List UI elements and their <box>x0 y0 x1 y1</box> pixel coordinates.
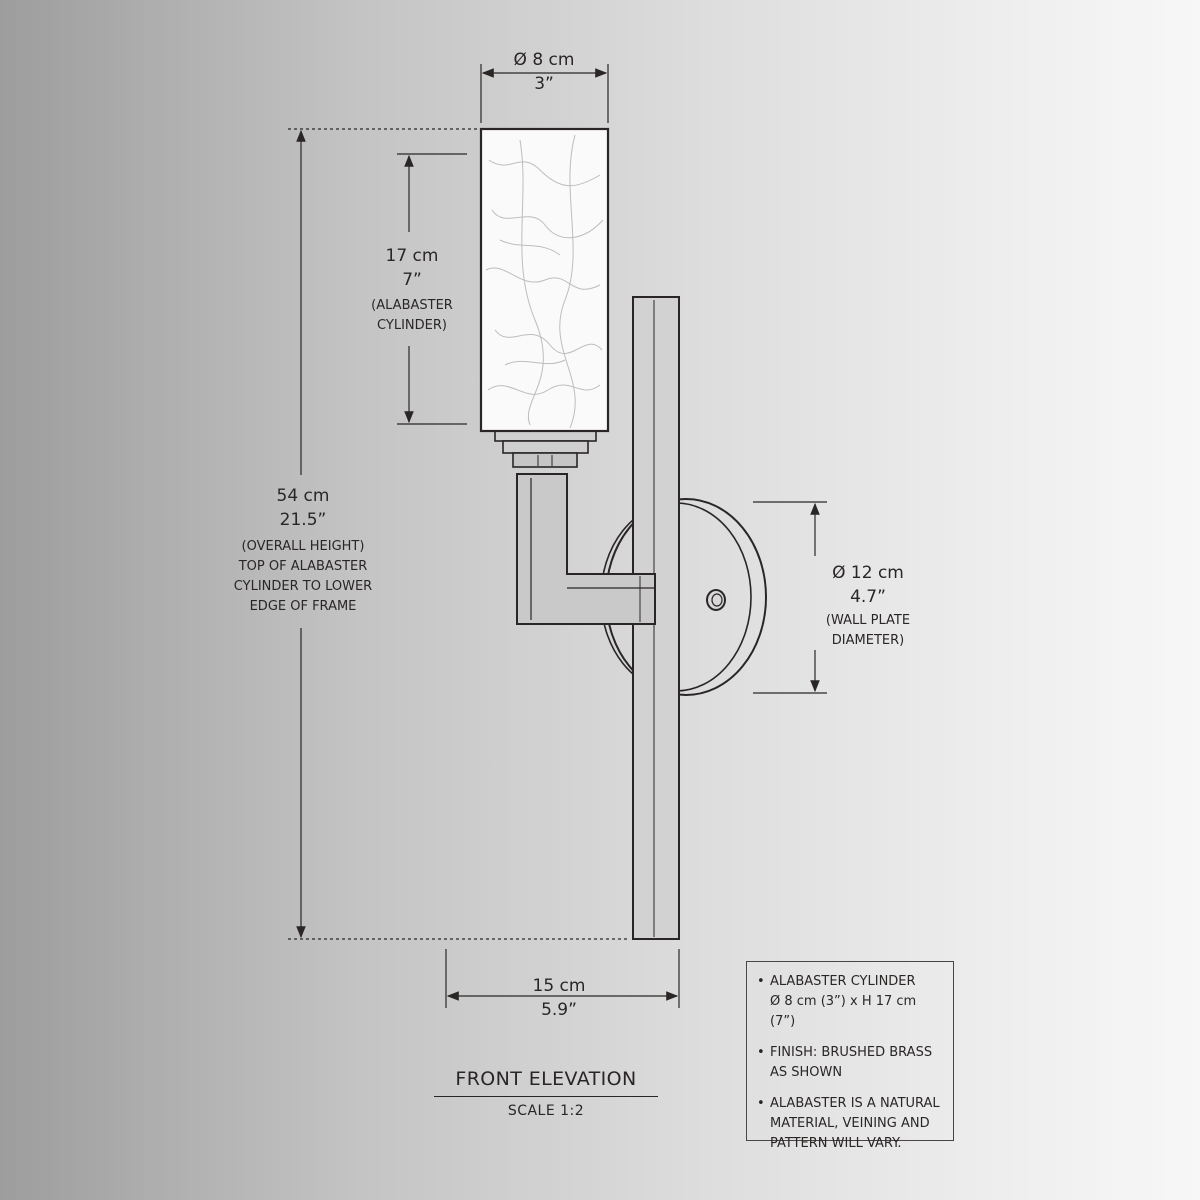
cylinder-height-metric: 17 cm <box>385 246 439 266</box>
shade-diameter-imperial: 3” <box>534 74 554 94</box>
dim-width <box>445 949 680 1008</box>
cylinder-height-imperial: 7” <box>402 270 422 290</box>
overall-height-label: 54 cm 21.5” (OVERALL HEIGHT) TOP OF ALAB… <box>213 484 393 617</box>
socket-collar <box>494 430 597 468</box>
note-item: ALABASTER IS A NATURAL MATERIAL, VEINING… <box>757 1094 945 1154</box>
overall-height-note-1: (OVERALL HEIGHT) <box>241 539 365 554</box>
cylinder-height-note-2: CYLINDER) <box>377 318 447 333</box>
drawing-scale: SCALE 1:2 <box>507 1103 585 1119</box>
overall-height-note-4: EDGE OF FRAME <box>249 599 357 614</box>
dim-wall-plate <box>753 501 827 694</box>
dim-shade-diameter <box>480 64 609 123</box>
overall-height-note-3: CYLINDER TO LOWER <box>233 579 373 594</box>
overall-height-note-2: TOP OF ALABASTER <box>238 559 368 574</box>
notes-box: ALABASTER CYLINDER Ø 8 cm (3”) x H 17 cm… <box>746 961 954 1151</box>
cylinder-height-label: 17 cm 7” (ALABASTER CYLINDER) <box>352 244 472 336</box>
overall-height-imperial: 21.5” <box>279 510 327 530</box>
dim-overall-height <box>288 128 630 940</box>
lamp-arm <box>516 473 656 625</box>
note-item: ALABASTER CYLINDER Ø 8 cm (3”) x H 17 cm… <box>757 972 945 1032</box>
cylinder-height-note-1: (ALABASTER <box>371 298 453 313</box>
wall-plate-note-2: DIAMETER) <box>831 633 905 648</box>
shade-diameter-label: Ø 8 cm 3” <box>494 48 594 96</box>
wall-plate-note-1: (WALL PLATE <box>825 613 911 628</box>
width-label: 15 cm 5.9” <box>509 974 609 1022</box>
width-imperial: 5.9” <box>541 1000 577 1020</box>
wall-plate-metric: Ø 12 cm <box>832 563 904 583</box>
note-item: FINISH: BRUSHED BRASS AS SHOWN <box>757 1043 945 1083</box>
wall-plate-imperial: 4.7” <box>850 587 886 607</box>
wall-plate-label: Ø 12 cm 4.7” (WALL PLATE DIAMETER) <box>808 561 928 651</box>
dim-cylinder-height <box>397 153 467 425</box>
overall-height-metric: 54 cm <box>276 486 330 506</box>
alabaster-cylinder <box>479 127 610 433</box>
mounting-screw <box>706 589 726 611</box>
notes-list: ALABASTER CYLINDER Ø 8 cm (3”) x H 17 cm… <box>757 972 945 1154</box>
width-metric: 15 cm <box>532 976 586 996</box>
shade-diameter-metric: Ø 8 cm <box>513 50 575 70</box>
drawing-title: FRONT ELEVATION <box>434 1066 658 1097</box>
